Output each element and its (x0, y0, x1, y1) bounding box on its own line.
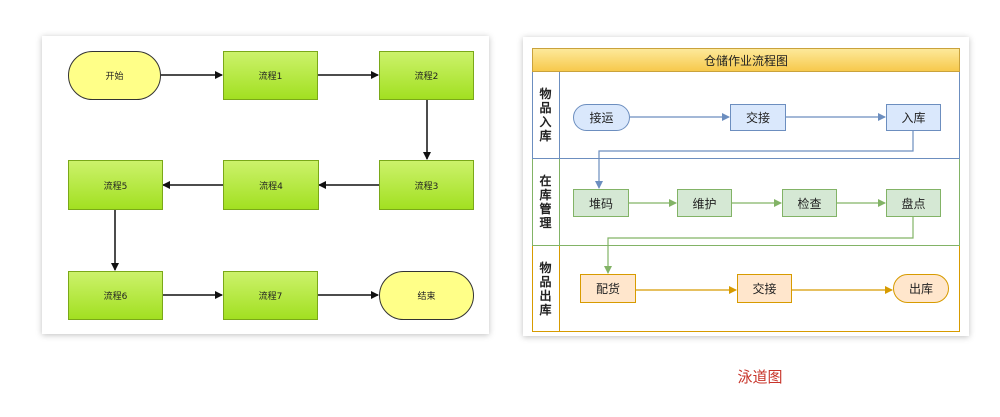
lane-outbound-header: 物品出库 (533, 246, 560, 331)
node-end: 结束 (379, 271, 474, 320)
lane-outbound: 物品出库 (532, 246, 960, 332)
lane-inbound-header: 物品入库 (533, 72, 560, 158)
edge-count-picking (604, 217, 914, 274)
node-process-7: 流程7 (223, 271, 318, 320)
node-process-3: 流程3 (379, 160, 474, 210)
node-process-1: 流程1 (223, 51, 318, 100)
lane-storage-label: 在库管理 (539, 174, 552, 230)
flowchart-connectors (111, 71, 431, 299)
lane-inbound-label: 物品入库 (539, 87, 552, 143)
node-stacking: 堆码 (573, 189, 629, 217)
swimlane-connectors (595, 113, 914, 294)
node-count: 盘点 (886, 189, 941, 217)
node-maintain: 维护 (677, 189, 732, 217)
node-inspect: 检查 (782, 189, 837, 217)
node-receive: 接运 (573, 104, 630, 131)
node-outbound-handover: 交接 (737, 274, 792, 303)
swimlane-panel: 仓储作业流程图 物品入库 在库管理 物品出库 (523, 37, 969, 336)
node-process-5: 流程5 (68, 160, 163, 210)
node-process-6: 流程6 (68, 271, 163, 320)
node-start: 开始 (68, 51, 161, 100)
edge-warehousing-stacking (595, 131, 914, 189)
node-warehousing: 入库 (886, 104, 941, 131)
swimlane-title: 仓储作业流程图 (532, 48, 960, 72)
lane-inbound: 物品入库 (532, 72, 960, 159)
lane-outbound-label: 物品出库 (539, 260, 552, 317)
node-process-2: 流程2 (379, 51, 474, 100)
lane-storage: 在库管理 (532, 159, 960, 246)
node-process-4: 流程4 (223, 160, 319, 210)
node-inbound-handover: 交接 (730, 104, 786, 131)
swimlane-caption: 泳道图 (737, 368, 783, 386)
node-outbound: 出库 (893, 274, 949, 303)
lane-storage-header: 在库管理 (533, 159, 560, 245)
node-picking: 配货 (580, 274, 636, 303)
flowchart-panel: 开始 流程1 流程2 流程3 流程4 流程5 流程6 流程7 结束 (42, 36, 489, 334)
